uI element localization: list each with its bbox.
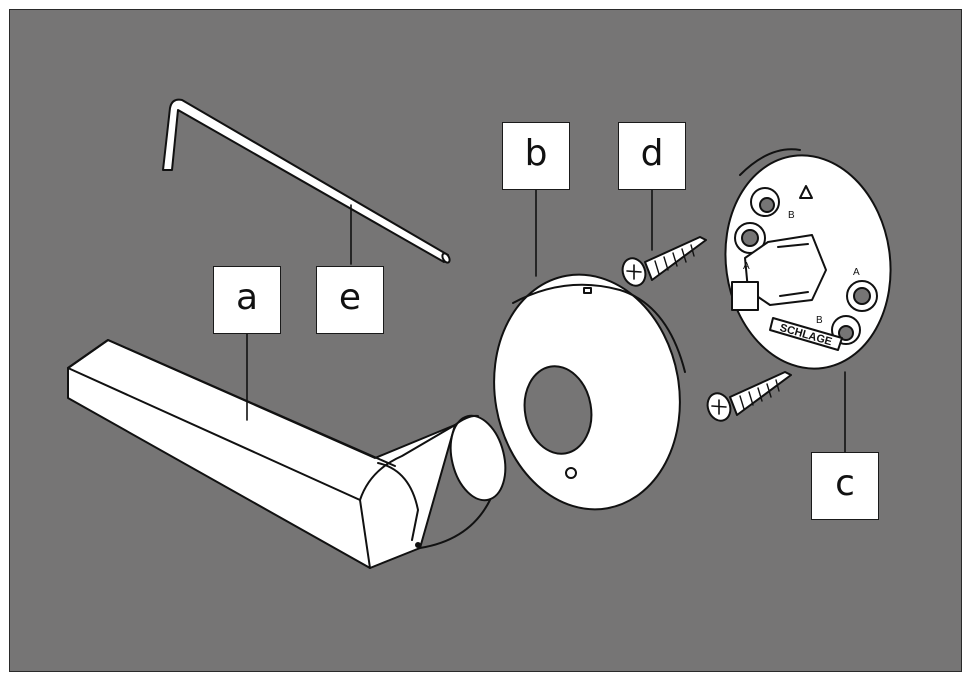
rose-icon <box>493 273 686 511</box>
port-label-top-b: B <box>788 210 795 221</box>
mounting-plate-icon <box>724 148 892 370</box>
screw-icon <box>706 371 792 422</box>
callout-d: d <box>618 122 686 190</box>
port-label-top-a: A <box>743 261 750 272</box>
leader-lines <box>246 189 846 453</box>
callout-c: c <box>811 452 879 520</box>
callout-a: a <box>213 266 281 334</box>
hex-wrench-icon <box>162 98 451 264</box>
screw-icon <box>621 236 707 287</box>
callout-e: e <box>316 266 384 334</box>
lever-icon <box>67 339 507 569</box>
port-label-right-b: B <box>816 315 823 326</box>
callout-b: b <box>502 122 570 190</box>
port-label-right-a: A <box>853 267 860 278</box>
